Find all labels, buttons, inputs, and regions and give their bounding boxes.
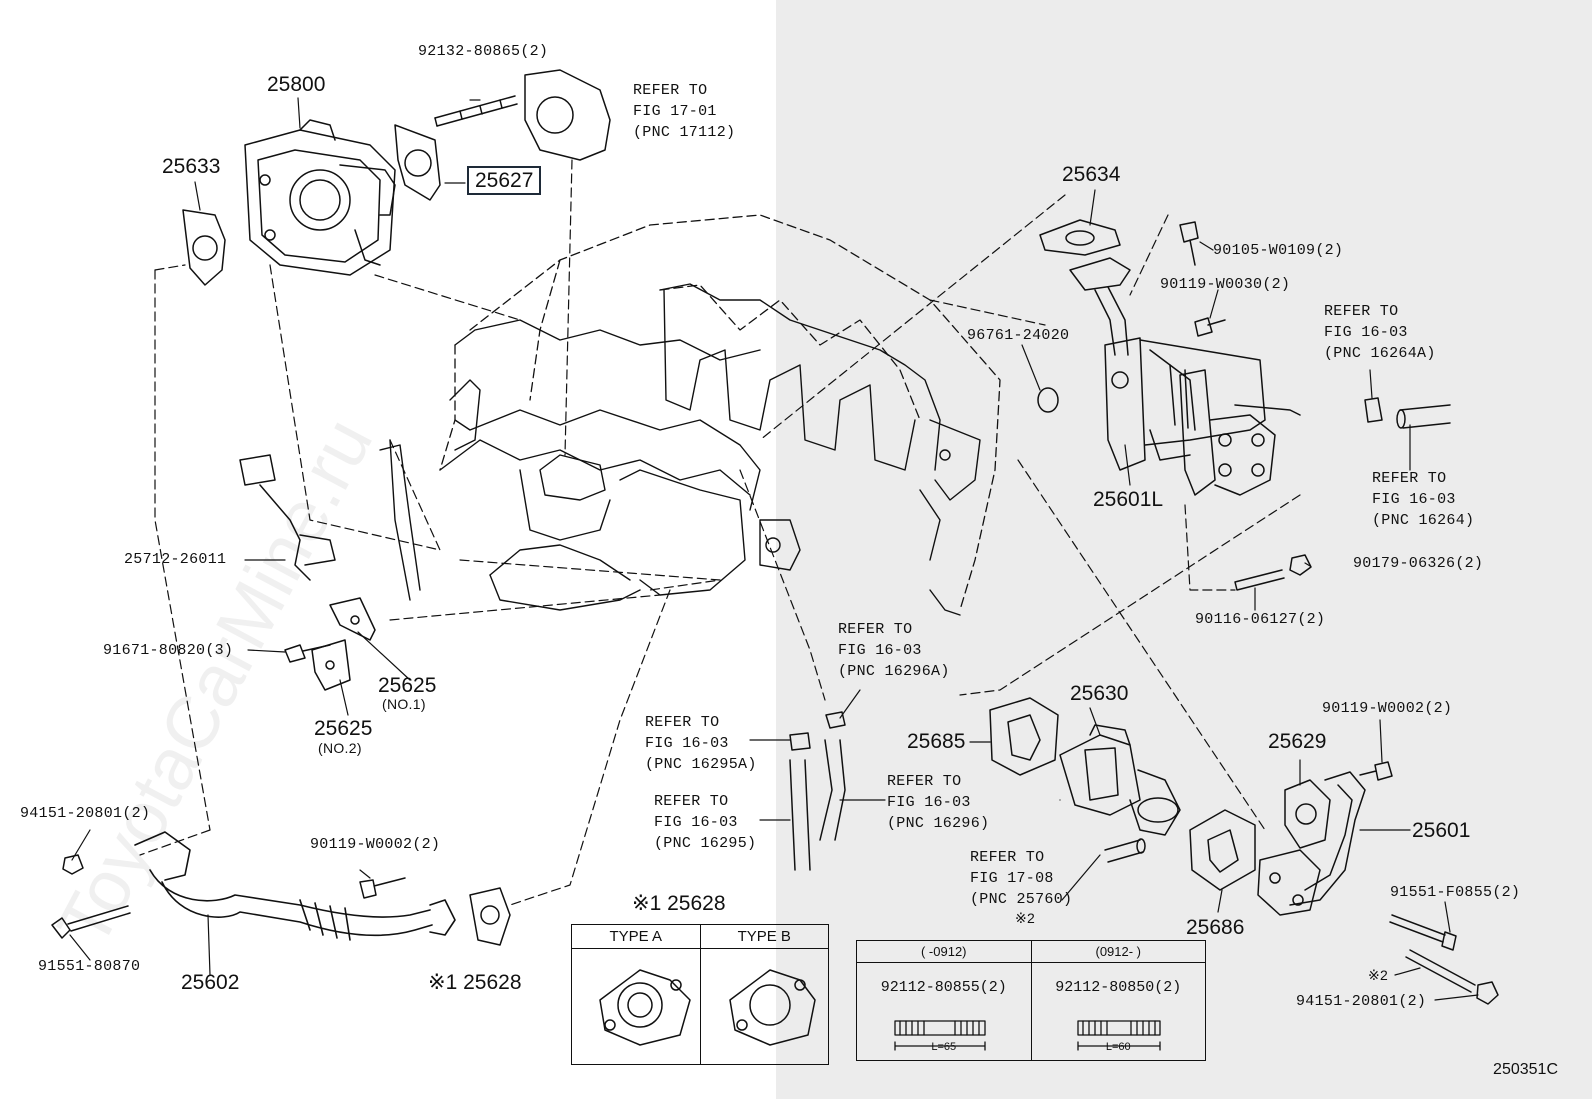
gasket-25633 bbox=[182, 209, 226, 286]
part-label-25625-no1: 25625 bbox=[378, 674, 437, 697]
part-label-25633: 25633 bbox=[162, 155, 221, 178]
type-b-header: TYPE B bbox=[699, 924, 829, 949]
gasket-25628-bottom bbox=[469, 887, 511, 946]
part-label-25685: 25685 bbox=[907, 730, 966, 753]
stud-col1-length: L=65 bbox=[931, 1041, 957, 1053]
part-label-94151-20801-right: 94151-20801(2) bbox=[1296, 993, 1427, 1010]
part-label-90179-06326: 90179-06326(2) bbox=[1353, 555, 1484, 572]
type-b-cell bbox=[699, 948, 829, 1065]
mark-2-table: ※2 bbox=[1015, 910, 1036, 926]
sensor-harness-25712 bbox=[239, 454, 336, 581]
gasket-25685 bbox=[989, 697, 1059, 776]
egr-valve-25601L bbox=[1104, 337, 1301, 496]
part-label-91671-80820: 91671-80820(3) bbox=[103, 642, 234, 659]
intake-manifold-body bbox=[379, 283, 981, 616]
bolt-90119-w0002-right bbox=[1359, 761, 1393, 781]
bolt-91551-f0855 bbox=[1389, 914, 1457, 951]
part-label-25625-no2-sub: (NO.2) bbox=[318, 740, 362, 756]
nut-94151-left bbox=[62, 854, 84, 875]
type-a-cell bbox=[571, 948, 701, 1065]
stud-table: ( -0912) (0912- ) 92112-80855(2) L=65 92… bbox=[856, 940, 1206, 1061]
egr-tube bbox=[1069, 257, 1131, 356]
mark-2-right: ※2 bbox=[1368, 967, 1389, 983]
stud-92112 bbox=[1405, 949, 1476, 993]
part-label-25627-highlighted[interactable]: 25627 bbox=[467, 166, 542, 195]
part-label-90119-w0030: 90119-W0030(2) bbox=[1160, 276, 1291, 293]
stud-col2-length: L=60 bbox=[1105, 1041, 1131, 1053]
part-label-25625-no1-sub: (NO.1) bbox=[382, 696, 426, 712]
nut-90179 bbox=[1289, 554, 1312, 576]
part-label-25630: 25630 bbox=[1070, 682, 1129, 705]
bracket-25625-no2 bbox=[311, 639, 351, 691]
o-ring-96761 bbox=[1037, 387, 1059, 413]
part-label-25800: 25800 bbox=[267, 73, 326, 96]
egr-pipe-25602 bbox=[134, 831, 456, 941]
part-label-96761-24020: 96761-24020 bbox=[967, 327, 1070, 344]
bolt-90119-w0002-left bbox=[359, 877, 406, 899]
type-table: TYPE A TYPE B bbox=[571, 924, 829, 1065]
bolt-91551-80870 bbox=[51, 905, 131, 939]
type-a-header: TYPE A bbox=[571, 924, 701, 949]
part-label-25629: 25629 bbox=[1268, 730, 1327, 753]
bracket-25625-no1 bbox=[329, 597, 376, 641]
part-label-91551-f0855: 91551-F0855(2) bbox=[1390, 884, 1521, 901]
intake-pipe-17112 bbox=[524, 69, 611, 161]
shaded-background-right bbox=[776, 0, 1592, 1099]
leader-lines bbox=[69, 97, 1479, 1001]
stud-col2-part: 92112-80850(2) bbox=[1055, 979, 1182, 996]
part-label-25628-bottom: ※1 25628 bbox=[428, 971, 522, 994]
part-label-25712-26011: 25712-26011 bbox=[124, 551, 227, 568]
stud-90116 bbox=[1234, 569, 1285, 591]
egr-pipe-25601 bbox=[1257, 771, 1366, 916]
stud-col2-cell: 92112-80850(2) L=60 bbox=[1030, 962, 1206, 1061]
assembly-dashed-lines bbox=[139, 159, 1301, 906]
part-label-90119-w0002-left: 90119-W0002(2) bbox=[310, 836, 441, 853]
stud-col1-cell: 92112-80855(2) L=65 bbox=[856, 962, 1032, 1061]
part-label-25602: 25602 bbox=[181, 971, 240, 994]
part-label-25686: 25686 bbox=[1186, 916, 1245, 939]
hose-16264 bbox=[1396, 404, 1451, 429]
clamp-16264A bbox=[1364, 397, 1383, 423]
bolt-91671-80820 bbox=[284, 644, 331, 663]
part-label-90105-w0109: 90105-W0109(2) bbox=[1213, 242, 1344, 259]
part-label-91551-80870: 91551-80870 bbox=[38, 958, 141, 975]
hose-25760 bbox=[1104, 838, 1146, 863]
type-table-title: ※1 25628 bbox=[632, 892, 726, 915]
stud-col1-range: ( -0912) bbox=[856, 940, 1032, 963]
part-label-25601: 25601 bbox=[1412, 819, 1471, 842]
part-label-90119-w0002-right: 90119-W0002(2) bbox=[1322, 700, 1453, 717]
bolt-90119-w0030 bbox=[1194, 317, 1226, 337]
bolt-90105 bbox=[1179, 221, 1199, 266]
part-label-90116-06127: 90116-06127(2) bbox=[1195, 611, 1326, 628]
vacuum-hoses bbox=[789, 711, 846, 871]
gasket-25629 bbox=[1284, 779, 1331, 849]
nut-94151-right bbox=[1476, 981, 1499, 1005]
stud-92132-80865 bbox=[434, 95, 518, 127]
part-label-25634: 25634 bbox=[1062, 163, 1121, 186]
gasket-25686 bbox=[1189, 809, 1256, 891]
part-label-25625-no2: 25625 bbox=[314, 717, 373, 740]
intake-manifold-outline bbox=[439, 214, 1001, 611]
egr-valve-25630 bbox=[1059, 724, 1181, 836]
throttle-body-25800 bbox=[244, 119, 396, 276]
stud-col2-range: (0912- ) bbox=[1030, 940, 1206, 963]
figure-code: 250351C bbox=[1493, 1061, 1558, 1078]
stud-col1-part: 92112-80855(2) bbox=[880, 979, 1007, 996]
gasket-25634 bbox=[1039, 219, 1121, 256]
gasket-25627 bbox=[394, 124, 441, 201]
part-label-94151-20801-left: 94151-20801(2) bbox=[20, 805, 151, 822]
part-label-92132-80865: 92132-80865(2) bbox=[418, 43, 549, 60]
part-label-25601l: 25601L bbox=[1093, 488, 1164, 511]
